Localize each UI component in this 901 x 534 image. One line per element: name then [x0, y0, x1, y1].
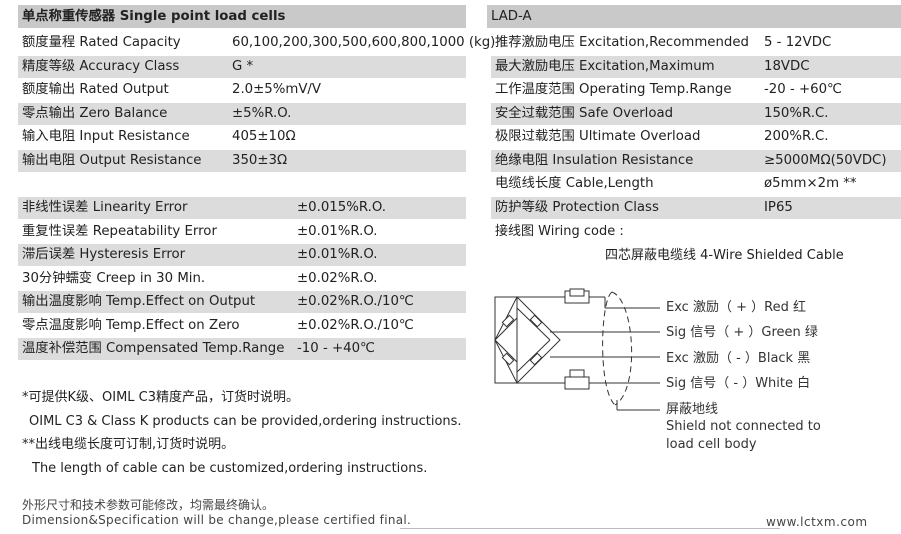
spec-value: -20 - +60℃: [764, 82, 842, 97]
spec-label: 滞后误差 Hysteresis Error: [22, 247, 186, 262]
spec-value: ≥5000MΩ(50VDC): [764, 152, 887, 168]
spec-value: 405±10Ω: [232, 129, 296, 144]
spec-row: 输入电阻 Input Resistance 405±10Ω: [18, 126, 466, 148]
spec-row: 非线性误差 Linearity Error ±0.015%R.O.: [18, 197, 466, 219]
spec-label: 零点输出 Zero Balance: [22, 105, 168, 121]
spec-label: 30分钟蠕变 Creep in 30 Min.: [22, 270, 206, 286]
spec-label: 绝缘电阻 Insulation Resistance: [495, 152, 694, 168]
spec-label: 输出温度影响 Temp.Effect on Output: [22, 294, 256, 309]
spec-value: ±5%R.O.: [232, 105, 292, 121]
spec-row: 精度等级 Accuracy Class G *: [18, 55, 466, 78]
spec-value: 200%R.C.: [764, 129, 829, 144]
website: www.lctxm.com: [766, 515, 868, 529]
spec-row: 滞后误差 Hysteresis Error ±0.01%R.O.: [18, 244, 466, 266]
spec-value: 350±3Ω: [232, 152, 288, 168]
spec-row: 30分钟蠕变 Creep in 30 Min. ±0.02%R.O.: [18, 268, 466, 290]
spec-row: 电缆线长度 Cable,Length ø5mm×2m **: [491, 173, 901, 195]
note-3: **出线电缆长度可订制,订货时说明。: [22, 437, 235, 452]
wire-exc-minus: Exc 激励（ - ）Black 黑: [666, 351, 811, 366]
spec-row: 输出温度影响 Temp.Effect on Output ±0.02%R.O./1…: [18, 291, 466, 313]
note-4: The length of cable can be customized,or…: [32, 461, 428, 476]
shield-label-cn: 屏蔽地线: [666, 402, 719, 417]
spec-row: 额度量程 Rated Capacity 60,100,200,300,500,60…: [18, 32, 495, 54]
spec-value: 5 - 12VDC: [764, 35, 832, 50]
shield-label-en-2: load cell body: [666, 437, 757, 452]
wire-sig-minus: Sig 信号（ - ）White 白: [666, 376, 811, 391]
spec-value: 18VDC: [764, 58, 810, 74]
spec-label: 防护等级 Protection Class: [495, 199, 659, 215]
wire-exc-plus: Exc 激励（ + ）Red 红: [666, 300, 806, 315]
spec-row: 温度补偿范围 Compensated Temp.Range -10 - +40℃: [18, 338, 466, 360]
spec-row: 零点温度影响 Temp.Effect on Zero ±0.02%R.O./10℃: [18, 315, 466, 337]
spec-value: G *: [232, 58, 254, 74]
spec-label: 推荐激励电压 Excitation,Recommended: [495, 35, 749, 50]
spec-row: 输出电阻 Output Resistance 350±3Ω: [18, 149, 466, 172]
spec-row: 绝缘电阻 Insulation Resistance ≥5000MΩ(50VDC): [491, 149, 901, 172]
spec-label: 电缆线长度 Cable,Length: [495, 176, 654, 191]
spec-row: 零点输出 Zero Balance ±5%R.O.: [18, 102, 466, 125]
spec-value: ±0.02%R.O.: [297, 270, 378, 286]
spec-value: ±0.01%R.O.: [297, 247, 378, 262]
spec-row: 极限过载范围 Ultimate Overload 200%R.C.: [491, 126, 901, 148]
spec-value: ø5mm×2m **: [764, 176, 857, 191]
left-header: 单点称重传感器 Single point load cells: [18, 5, 466, 28]
spec-label: 非线性误差 Linearity Error: [22, 200, 188, 215]
right-header: LAD-A: [487, 5, 901, 28]
spec-row: 重复性误差 Repeatability Error ±0.01%R.O.: [18, 221, 466, 243]
spec-value: 60,100,200,300,500,600,800,1000 (kg): [232, 35, 496, 50]
bridge-diamond: [494, 296, 561, 384]
spec-label: 安全过载范围 Safe Overload: [495, 105, 674, 121]
spec-row: 额度输出 Rated Output 2.0±5%mV/V: [18, 79, 466, 101]
footer-en: Dimension&Specification will be change,p…: [22, 513, 412, 527]
spec-label: 极限过载范围 Ultimate Overload: [495, 129, 701, 144]
spec-value: 2.0±5%mV/V: [232, 82, 322, 97]
note-1: *可提供K级、OIML C3精度产品，订货时说明。: [22, 390, 300, 405]
spec-label: 输出电阻 Output Resistance: [22, 152, 202, 168]
spec-row: 防护等级 Protection Class IP65: [491, 196, 901, 219]
spec-value: -10 - +40℃: [297, 341, 375, 356]
spec-label: 重复性误差 Repeatability Error: [22, 223, 217, 239]
note-2: OIML C3 & Class K products can be provid…: [29, 414, 462, 429]
spec-label: 额度量程 Rated Capacity: [22, 35, 181, 50]
footer-cn: 外形尺寸和技术参数可能修改，均需最终确认。: [22, 498, 275, 512]
shield-label-en-1: Shield not connected to: [666, 419, 821, 434]
spec-label: 精度等级 Accuracy Class: [22, 58, 180, 74]
bridge-left-frame: [494, 296, 518, 384]
spec-label: 工作温度范围 Operating Temp.Range: [495, 82, 732, 97]
spec-value: IP65: [764, 199, 793, 215]
spec-label: 额度输出 Rated Output: [22, 82, 169, 97]
spec-value: ±0.02%R.O./10℃: [297, 294, 414, 309]
spec-value: ±0.02%R.O./10℃: [297, 317, 414, 333]
spec-label: 输入电阻 Input Resistance: [22, 129, 190, 144]
wiring-subtitle: 四芯屏蔽电缆线 4-Wire Shielded Cable: [605, 248, 844, 263]
spec-row: 最大激励电压 Excitation,Maximum 18VDC: [491, 55, 901, 78]
spec-row: 工作温度范围 Operating Temp.Range -20 - +60℃: [491, 79, 901, 101]
spec-value: ±0.01%R.O.: [297, 223, 378, 239]
wire-sig-plus: Sig 信号（ + ）Green 绿: [666, 325, 818, 340]
footer-divider: [400, 528, 780, 529]
spec-label: 最大激励电压 Excitation,Maximum: [495, 58, 715, 74]
spec-value: 150%R.C.: [764, 105, 829, 121]
spec-label: 温度补偿范围 Compensated Temp.Range: [22, 341, 285, 356]
spec-label: 零点温度影响 Temp.Effect on Zero: [22, 317, 240, 333]
wiring-title: 接线图 Wiring code :: [495, 224, 624, 239]
spec-value: ±0.015%R.O.: [297, 200, 386, 215]
spec-row: 安全过载范围 Safe Overload 150%R.C.: [491, 102, 901, 125]
spec-row: 推荐激励电压 Excitation,Recommended 5 - 12VDC: [491, 32, 901, 54]
